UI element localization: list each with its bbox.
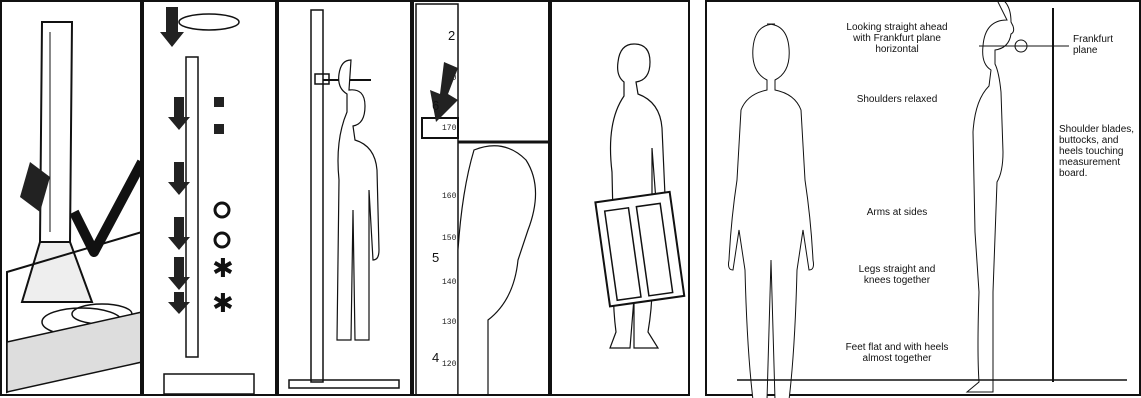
scale-tick-2: 2 <box>448 28 455 43</box>
panel-scale-closeup: 2 6 5 4 180 170 160 150 140 130 120 <box>412 0 550 396</box>
svg-text:✱: ✱ <box>212 289 234 319</box>
panel-segment-assembly: ✱ ✱ <box>142 0 277 396</box>
person-stadiometer-illustration <box>279 2 412 396</box>
scale-label-180: 180 <box>442 74 456 83</box>
panel-person-stadiometer <box>277 0 412 396</box>
arms-label: Arms at sides <box>842 207 952 218</box>
scale-label-160: 160 <box>442 192 456 201</box>
shoulders-label: Shoulders relaxed <box>842 94 952 105</box>
head-position-label: Looking straight ahead with Frankfurt pl… <box>837 22 957 55</box>
scale-label-120: 120 <box>442 360 456 369</box>
posture-figures <box>707 2 1141 398</box>
segments-illustration: ✱ ✱ <box>144 2 277 396</box>
panel-assembly-base <box>0 0 142 396</box>
measurement-board-label: Shoulder blades, buttocks, and heels tou… <box>1059 124 1141 179</box>
svg-text:✱: ✱ <box>212 254 234 284</box>
scale-tick-6: 6 <box>432 98 439 113</box>
scale-label-150: 150 <box>442 234 456 243</box>
scale-tick-5: 5 <box>432 250 439 265</box>
feet-label: Feet flat and with heels almost together <box>845 342 949 364</box>
scale-closeup-illustration <box>414 2 550 396</box>
scale-label-170: 170 <box>442 124 456 133</box>
carry-illustration <box>552 2 690 396</box>
frankfurt-plane-label: Frankfurt plane <box>1073 34 1133 56</box>
scale-label-130: 130 <box>442 318 456 327</box>
posture-diagram: Looking straight ahead with Frankfurt pl… <box>705 0 1141 396</box>
panel-carry-stadiometer <box>550 0 690 396</box>
scale-tick-4: 4 <box>432 350 439 365</box>
base-illustration <box>2 2 142 396</box>
legs-label: Legs straight and knees together <box>847 264 947 286</box>
scale-label-140: 140 <box>442 278 456 287</box>
